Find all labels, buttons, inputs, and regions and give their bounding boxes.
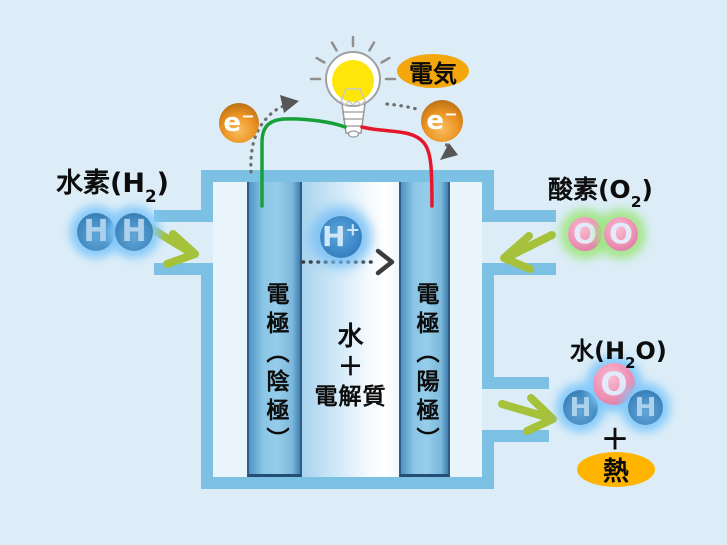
electrolyte-label-line3: 電解質 (314, 384, 387, 410)
cell-outlet-flange-right-top (494, 377, 549, 389)
hydrogen-label-text: 水素(H (56, 168, 145, 199)
wire-green (260, 117, 347, 208)
wire-red (360, 125, 434, 208)
electricity-label: 電気 (409, 59, 457, 88)
water-label-text: 水(H (570, 337, 626, 365)
bulb-tip (347, 130, 360, 138)
cell-wall-left-lower (201, 263, 213, 489)
atom-letter: H (121, 214, 147, 249)
hydrogen-inlet-arrow (143, 222, 199, 268)
cell-wall-bottom (201, 477, 494, 489)
oxygen-label: 酸素(O2) (548, 170, 653, 210)
electrode-negative-label: 電極（陰極） (262, 282, 288, 456)
proton-flow-arrow (301, 248, 395, 276)
hydrogen-label: 水素(H2) (56, 161, 169, 204)
atom-letter: H (569, 392, 592, 423)
hydrogen-atom-1: H (77, 213, 115, 251)
atom-letter: O (600, 365, 628, 403)
electrode-positive: 電極（陽極） (399, 182, 450, 477)
bulb-base-ridges (342, 111, 364, 127)
proton-symbol: H+ (322, 220, 360, 253)
cell-inlet-flange-left-top (154, 210, 213, 222)
hydrogen-label-sub: 2 (144, 186, 157, 207)
electrolyte-label-line2: ＋ (337, 352, 363, 381)
electron-icon-left: e− (219, 103, 259, 143)
electron-symbol: e− (223, 106, 255, 138)
water-hydrogen-atom-2: H (628, 390, 663, 425)
electron-flow-right-arrow (385, 102, 458, 160)
heat-label: 熱 (602, 457, 629, 487)
oxygen-label-text: 酸素(O (548, 175, 631, 204)
cell-wall-right-lower (482, 430, 494, 489)
cell-wall-right-upper (482, 170, 494, 222)
bulb-rays (309, 35, 397, 81)
water-label-close: O) (635, 337, 667, 365)
hydrogen-atom-2: H (115, 213, 153, 251)
electrode-positive-label: 電極（陽極） (412, 282, 438, 456)
water-label: 水(H2O) (570, 331, 667, 371)
heat-badge: 熱 (577, 452, 655, 487)
electron-flow-left-arrow (249, 95, 299, 174)
oxygen-atom-2: O (604, 217, 638, 251)
light-bulb-icon (309, 35, 397, 138)
water-outlet-arrow (498, 394, 557, 435)
oxygen-atom-1: O (568, 217, 602, 251)
bulb-glow (332, 60, 374, 102)
bulb-filament (340, 88, 366, 107)
oxygen-inlet-arrow (500, 231, 556, 273)
water-hydrogen-atom-1: H (563, 390, 598, 425)
water-oxygen-atom: O (593, 363, 635, 405)
electron-icon-right: e− (421, 100, 463, 142)
cell-wall-top (201, 170, 494, 182)
cell-inlet-flange-right-top (494, 210, 556, 222)
atom-letter: H (634, 392, 657, 423)
electricity-badge: 電気 (397, 54, 469, 88)
cell-wall-left-upper (201, 170, 213, 222)
cell-outlet-flange-right-bottom (494, 430, 549, 442)
atom-letter: O (609, 217, 633, 250)
electron-symbol: e− (426, 104, 458, 136)
water-label-sub: 2 (625, 354, 636, 373)
atom-letter: H (83, 214, 109, 249)
atom-letter: O (573, 217, 597, 250)
hydrogen-label-close: ) (156, 168, 169, 199)
cell-wall-right-middle (482, 263, 494, 389)
proton-icon: H+ (320, 216, 362, 258)
electrolyte-label-line1: 水 (337, 322, 364, 352)
electrode-negative: 電極（陰極） (247, 182, 302, 477)
electrolyte-label: 水 ＋ 電解質 (302, 322, 399, 412)
oxygen-label-sub: 2 (630, 193, 642, 212)
oxygen-label-close: ) (641, 175, 653, 204)
plus-sign: ＋ (600, 423, 629, 456)
